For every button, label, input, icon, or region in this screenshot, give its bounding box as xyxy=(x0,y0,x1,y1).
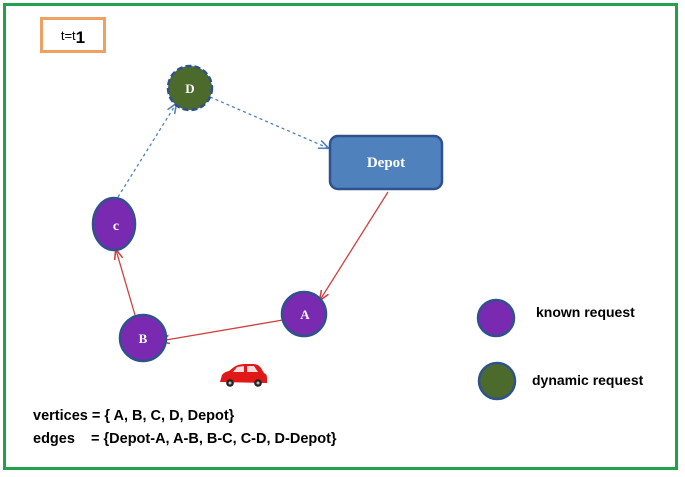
legend-dynamic-label: dynamic request xyxy=(532,372,644,388)
node-c-label: c xyxy=(113,219,119,234)
car-icon xyxy=(220,364,267,387)
edges-line: edges = {Depot-A, A-B, B-C, C-D, D-Depot… xyxy=(33,431,337,447)
time-label-subscript: 1 xyxy=(75,28,86,47)
depot-node: Depot xyxy=(328,134,444,191)
edge-depot-a xyxy=(320,191,389,300)
node-d-label: D xyxy=(185,81,194,96)
depot-label: Depot xyxy=(367,155,405,171)
node-d: D xyxy=(166,64,214,112)
time-label-prefix: t=t xyxy=(60,27,76,43)
edge-b-c xyxy=(116,250,136,316)
node-a-label: A xyxy=(300,307,310,322)
diagram-frame xyxy=(3,3,678,470)
node-b-label: B xyxy=(139,331,148,346)
legend-dynamic-marker xyxy=(477,361,517,401)
edge-c-d xyxy=(117,104,176,198)
legend-known-label: known request xyxy=(536,304,635,320)
edge-d-depot xyxy=(209,96,328,148)
vertices-line: vertices = { A, B, C, D, Depot} xyxy=(33,408,235,424)
node-c: c xyxy=(91,196,137,252)
node-a: A xyxy=(280,290,328,338)
legend-known-marker xyxy=(476,298,516,338)
node-b: B xyxy=(118,313,168,363)
edge-a-b xyxy=(160,319,284,341)
